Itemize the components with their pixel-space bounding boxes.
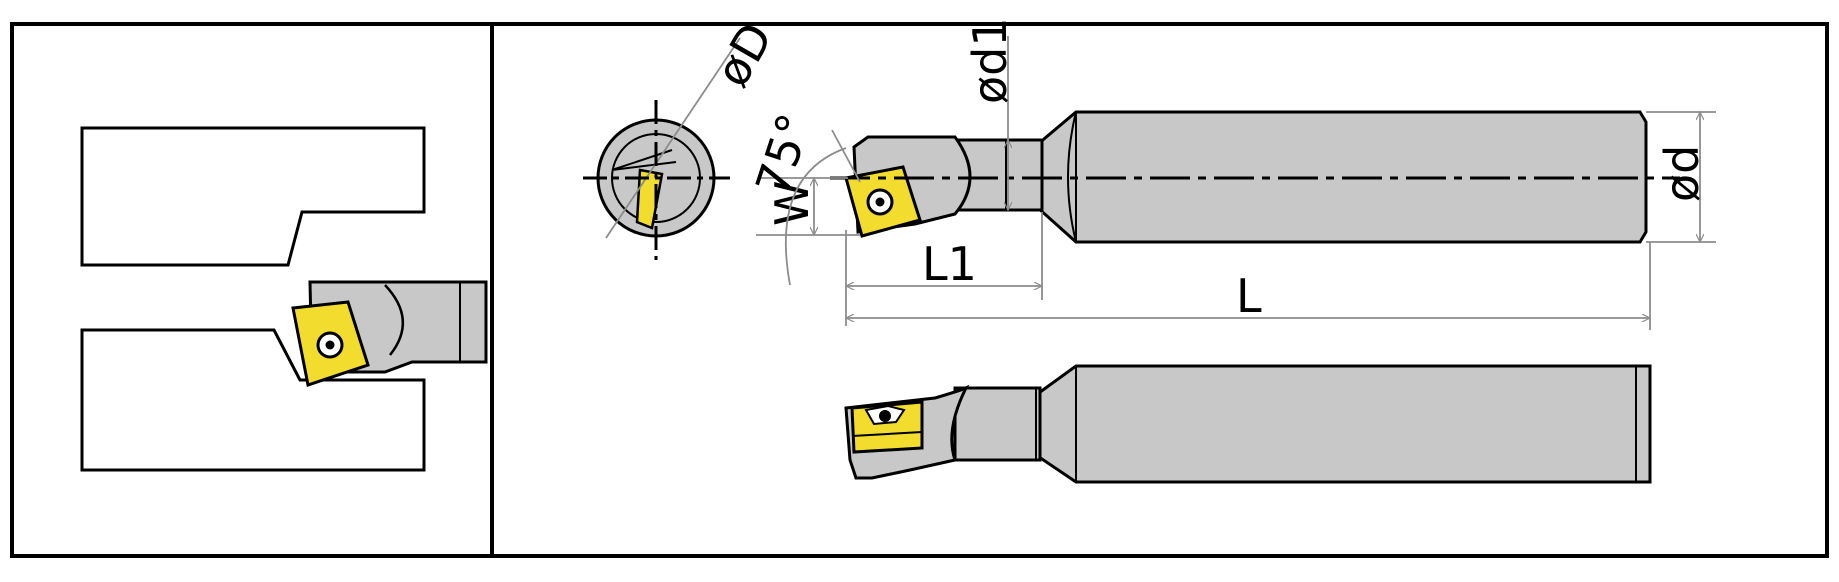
workpiece-lower	[80, 328, 426, 472]
head-length-label: L1	[922, 237, 977, 291]
end-view: øD	[583, 13, 783, 260]
overall-length-label: L	[1236, 269, 1262, 323]
end-view-edge-line	[611, 161, 677, 171]
insert-side-screw-icon	[879, 410, 891, 422]
angle-arc	[784, 147, 847, 286]
side-view	[844, 364, 1652, 484]
angle-ext-line	[831, 129, 861, 183]
insert-top-screw-hole	[875, 197, 885, 207]
application-view	[80, 126, 488, 472]
insert-side-edge	[851, 431, 923, 437]
top-view: ød1 ød W 75° L1 L	[745, 17, 1716, 330]
workpiece-upper	[80, 126, 426, 267]
end-view-diameter-line	[605, 37, 741, 239]
shank-diameter-label: ød	[1655, 145, 1709, 202]
neck-diameter-label: ød1	[963, 17, 1017, 104]
top-view-shank-fillet	[1067, 111, 1077, 243]
tool-head-bulge	[384, 284, 404, 356]
side-view-shank	[1034, 364, 1652, 484]
side-view-neck	[953, 386, 1042, 462]
outer-frame	[10, 22, 1829, 558]
insert-left-screw-hole	[325, 340, 335, 350]
